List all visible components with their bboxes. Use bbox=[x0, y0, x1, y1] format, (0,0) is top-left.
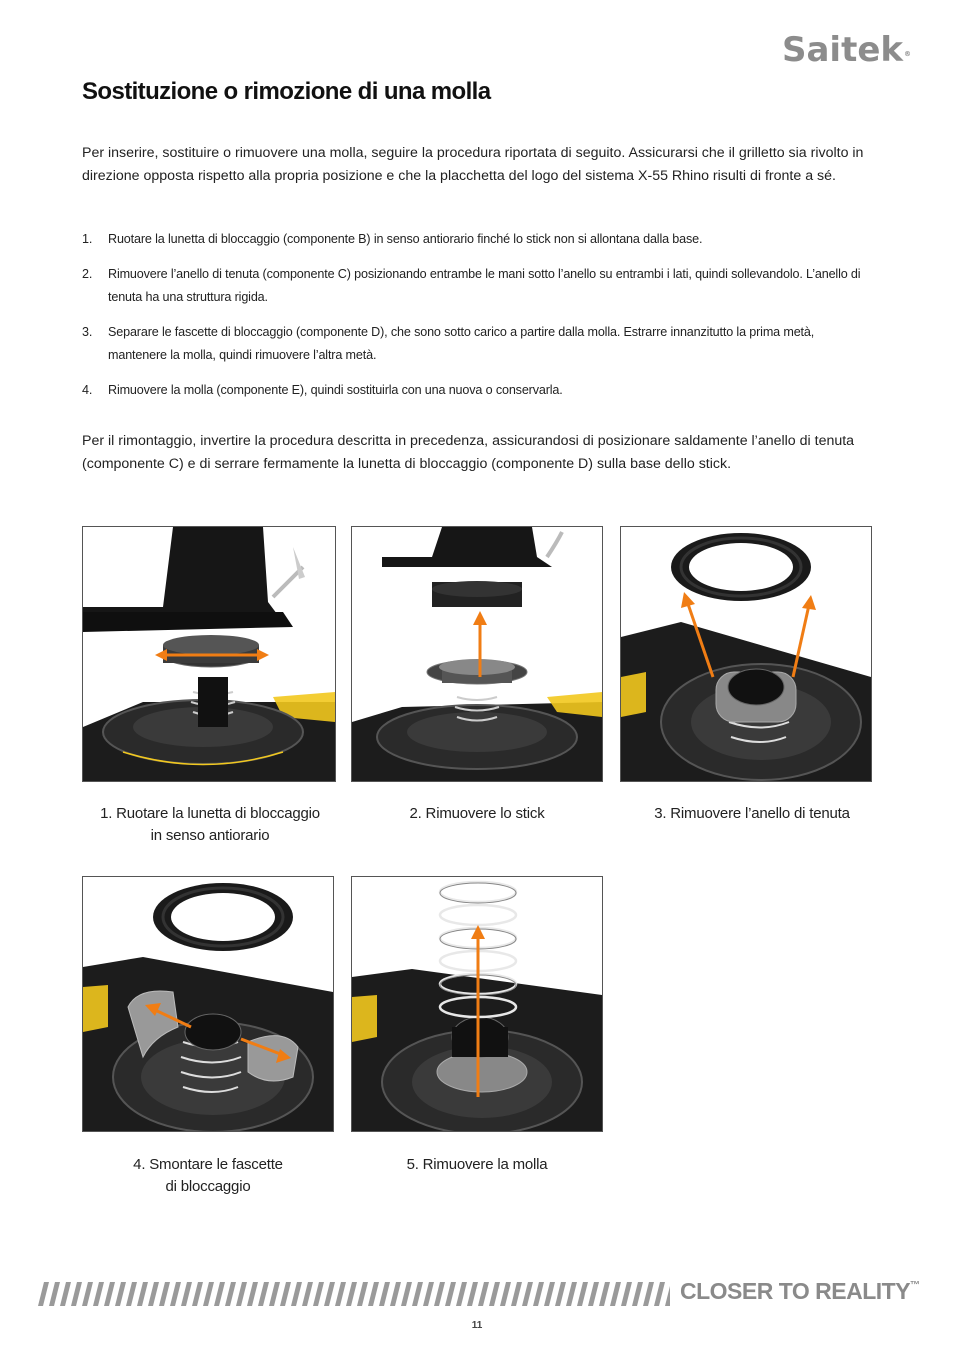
arrow-head bbox=[276, 1049, 291, 1063]
remove-stick-illustration bbox=[352, 527, 602, 781]
brand-registered-mark: ® bbox=[904, 50, 912, 58]
brand-name: Saitek bbox=[782, 30, 904, 70]
figure-caption: 2. Rimuovere lo stick bbox=[351, 803, 603, 825]
step-item: 1. Ruotare la lunetta di bloccaggio (comp… bbox=[82, 228, 872, 251]
arrow-right-head bbox=[257, 649, 269, 661]
figure-caption: 3. Rimuovere l’anello di tenuta bbox=[620, 803, 884, 825]
step-text: Ruotare la lunetta di bloccaggio (compon… bbox=[108, 232, 703, 246]
remove-spring-illustration bbox=[352, 880, 602, 1131]
figure-remove-stick bbox=[351, 526, 603, 782]
remove-ring-illustration bbox=[621, 533, 871, 781]
arrow-head bbox=[802, 595, 816, 610]
page-number: 11 bbox=[471, 1320, 483, 1331]
footer-tagline: CLOSER TO REALITY™ bbox=[680, 1278, 920, 1305]
arrow-head bbox=[681, 592, 695, 608]
tagline-text: CLOSER TO REALITY bbox=[680, 1278, 911, 1304]
step-item: 4. Rimuovere la molla (componente E), qui… bbox=[82, 379, 872, 402]
figure-remove-ring bbox=[620, 526, 872, 782]
arrow-head bbox=[145, 1003, 161, 1016]
figure-caption: 5. Rimuovere la molla bbox=[351, 1154, 603, 1176]
figure-remove-spring bbox=[351, 876, 603, 1132]
step-text: Separare le fascette di bloccaggio (comp… bbox=[108, 325, 815, 362]
figure-caption: 4. Smontare le fascette di bloccaggio bbox=[82, 1154, 334, 1198]
caption-line: 5. Rimuovere la molla bbox=[406, 1156, 548, 1173]
ring-arrow-left-line bbox=[685, 600, 715, 678]
figure-caption: 1. Ruotare la lunetta di bloccaggio in se… bbox=[82, 803, 338, 847]
intro-paragraph: Per inserire, sostituire o rimuovere una… bbox=[82, 145, 864, 184]
caption-line: 2. Rimuovere lo stick bbox=[409, 805, 545, 822]
saitek-logo: Saitek® bbox=[782, 30, 922, 70]
rotate-bezel-illustration bbox=[83, 527, 335, 781]
step-item: 2. Rimuovere l’anello di tenuta (componen… bbox=[82, 263, 872, 309]
caption-line: 1. Ruotare la lunetta di bloccaggio bbox=[100, 805, 320, 822]
reassembly-paragraph: Per il rimontaggio, invertire la procedu… bbox=[82, 433, 855, 472]
arrow-up-head bbox=[471, 925, 485, 939]
caption-line: di bloccaggio bbox=[165, 1178, 251, 1195]
caption-line: in senso antiorario bbox=[150, 827, 270, 844]
clip-arrow-right-line bbox=[240, 1037, 284, 1057]
step-number: 2. bbox=[82, 267, 93, 281]
page-title: Sostituzione o rimozione di una molla bbox=[82, 78, 491, 105]
steps-list: 1. Ruotare la lunetta di bloccaggio (comp… bbox=[82, 228, 872, 414]
step-number: 4. bbox=[82, 383, 93, 397]
detach-clips-illustration bbox=[83, 883, 333, 1131]
caption-line: 4. Smontare le fascette bbox=[133, 1156, 283, 1173]
arrow-left-head bbox=[155, 649, 167, 661]
footer-stripes bbox=[38, 1282, 670, 1306]
step-number: 3. bbox=[82, 325, 93, 339]
arrow-up-head bbox=[473, 611, 487, 625]
caption-line: 3. Rimuovere l’anello di tenuta bbox=[654, 805, 850, 822]
step-text: Rimuovere l’anello di tenuta (componente… bbox=[108, 267, 861, 304]
ring-arrow-right-line bbox=[791, 604, 811, 678]
tagline-trademark: ™ bbox=[910, 1280, 920, 1291]
step-number: 1. bbox=[82, 232, 93, 246]
figure-rotate-bezel bbox=[82, 526, 336, 782]
clip-arrow-left-line bbox=[152, 1007, 192, 1029]
step-item: 3. Separare le fascette di bloccaggio (co… bbox=[82, 321, 872, 367]
figure-detach-clips bbox=[82, 876, 334, 1132]
step-text: Rimuovere la molla (componente E), quind… bbox=[108, 383, 563, 397]
